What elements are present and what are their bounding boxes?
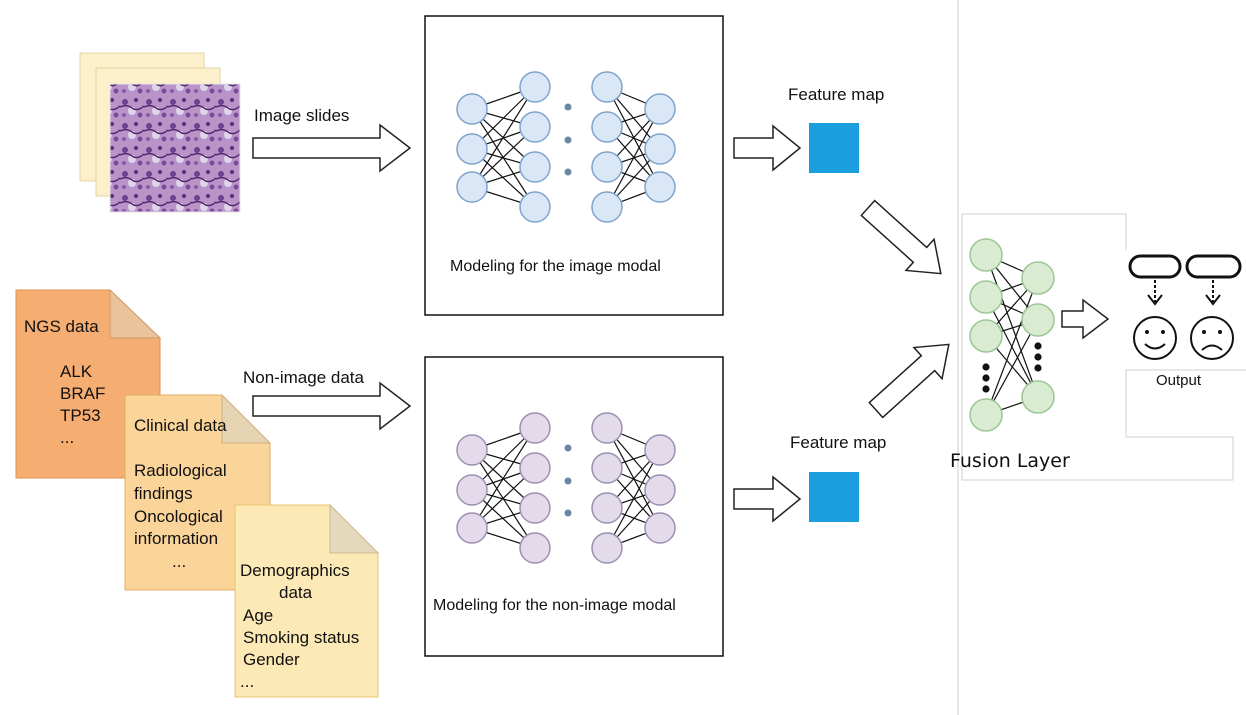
network-node [1021,380,1055,414]
network-node [591,452,623,484]
histology-slide-icon [109,83,241,213]
network-node [591,532,623,564]
ngs-line: BRAF [60,384,106,403]
network-node [1021,303,1055,337]
ellipsis-dot [1034,364,1042,372]
nonimage-model-caption: Modeling for the non-image modal [433,597,676,614]
output-label: Output [1156,372,1202,389]
fusion-panel-outline [961,213,1246,481]
network-node [1021,261,1055,295]
network-node [591,191,623,223]
network-node [591,412,623,444]
network-node [519,492,551,524]
network-node [591,151,623,183]
demographics-line: Smoking status [243,628,360,647]
network-node [644,171,676,203]
top-feature-map-label: Feature map [788,85,885,104]
demographics-data-document [234,503,380,698]
ellipsis-dot [564,444,572,452]
image-feature-map [809,123,859,173]
network-node [456,434,488,466]
ngs-line: ALK [60,362,93,381]
demographics-line: Age [243,606,274,625]
network-node [456,171,488,203]
clinical-doc-title: Clinical data [134,416,227,435]
fusion-layer-label: Fusion Layer [950,450,1070,472]
bottom-feature-map-label: Feature map [790,433,887,452]
network-node [591,111,623,143]
nonimage-input-arrow [252,381,412,431]
network-node [456,512,488,544]
demographics-line: Gender [243,650,300,669]
ellipsis-dot [1034,353,1042,361]
network-node [969,238,1003,272]
ellipsis-dot [1034,342,1042,350]
network-node [644,133,676,165]
nonimage-model-box [424,356,724,657]
image-feature-arrow [733,124,802,172]
network-node [969,398,1003,432]
ellipsis-dot [982,374,990,382]
bottom-fusion-arrow [868,343,950,419]
clinical-line: Radiological [134,461,227,480]
ngs-line: TP53 [60,406,101,425]
demographics-line: ... [240,672,255,691]
fusion-output-arrow [1061,298,1110,340]
image-neural-network [456,71,676,223]
nonimage-feature-arrow [733,475,802,523]
network-node [644,434,676,466]
network-node [591,71,623,103]
clinical-line: Oncological [134,507,223,526]
image-slides-stack [79,52,241,213]
top-fusion-arrow [860,199,942,275]
image-model-box [424,15,724,316]
network-node [969,319,1003,353]
ellipsis-dot [564,509,572,517]
network-node [969,280,1003,314]
ngs-line: ... [60,428,75,447]
ellipsis-dot [564,103,572,111]
clinical-line: ... [172,552,187,571]
ellipsis-dot [564,168,572,176]
network-node [456,133,488,165]
network-node [519,532,551,564]
ngs-doc-title: NGS data [24,317,99,336]
nonimage-feature-map [809,472,859,522]
ellipsis-dot [564,477,572,485]
ellipsis-dot [982,385,990,393]
demographics-doc-title-line2: data [279,583,313,602]
clinical-line: information [134,529,219,548]
ellipsis-dot [982,363,990,371]
clinical-data-document [124,393,272,591]
network-node [456,474,488,506]
network-node [644,93,676,125]
network-node [519,452,551,484]
network-node [456,93,488,125]
happy-face-icon [1128,254,1182,360]
network-node [519,71,551,103]
sad-face-icon [1185,254,1242,360]
network-node [519,412,551,444]
network-node [644,512,676,544]
network-node [519,191,551,223]
network-node [519,111,551,143]
image-input-arrow [252,123,412,173]
network-node [519,151,551,183]
demographics-doc-title: Demographics [240,561,350,580]
image-model-caption: Modeling for the image modal [450,258,661,275]
network-node [591,492,623,524]
nonimage-neural-network [456,412,676,564]
ellipsis-dot [564,136,572,144]
nonimage-data-label: Non-image data [243,368,364,387]
network-node [644,474,676,506]
clinical-line: findings [134,484,193,503]
image-slides-label: Image slides [254,106,350,125]
fusion-neural-network [969,238,1055,432]
